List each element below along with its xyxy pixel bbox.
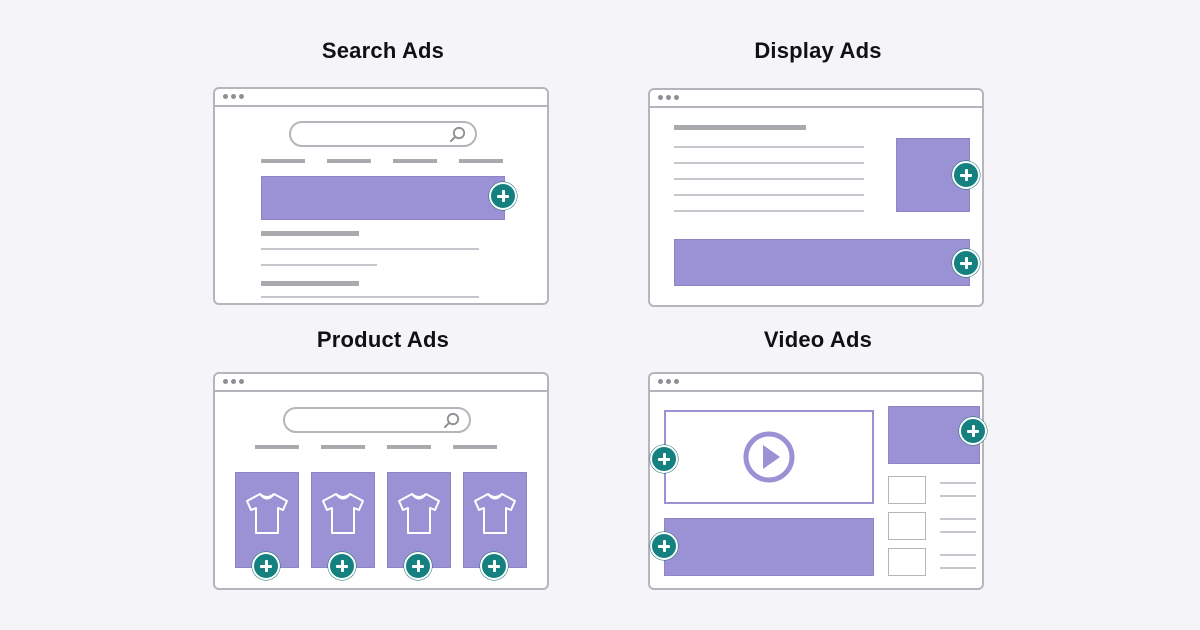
- result-text-line: [261, 296, 479, 298]
- result-text-line: [261, 248, 479, 250]
- video-title-line: [940, 518, 976, 520]
- tshirt-icon: [474, 493, 516, 534]
- plus-icon: [650, 532, 678, 560]
- video-ad-banner: [664, 518, 874, 576]
- browser-title-bar: [650, 90, 982, 108]
- video-player: [664, 410, 874, 504]
- article-text-line: [674, 194, 864, 196]
- article-heading-line: [674, 125, 806, 130]
- nav-line: [387, 445, 431, 449]
- window-dot: [666, 95, 671, 100]
- magnifier-icon: [450, 126, 466, 142]
- nav-line: [255, 445, 299, 449]
- plus-icon: [404, 552, 432, 580]
- article-text-line: [674, 146, 864, 148]
- window-dot: [223, 94, 228, 99]
- plus-icon: [328, 552, 356, 580]
- video-thumbnail: [888, 548, 926, 576]
- plus-icon: [650, 445, 678, 473]
- search-bar: [289, 121, 477, 147]
- video-ads-title: Video Ads: [763, 327, 873, 352]
- window-dot: [658, 95, 663, 100]
- video-ads-browser-mockup: [648, 372, 984, 590]
- search-bar: [283, 407, 471, 433]
- article-text-line: [674, 178, 864, 180]
- nav-line: [327, 159, 371, 163]
- search-ads-title: Search Ads: [321, 38, 445, 63]
- tshirt-icon: [246, 493, 288, 534]
- video-title-line: [940, 567, 976, 569]
- window-dot: [239, 94, 244, 99]
- nav-line: [321, 445, 365, 449]
- result-heading-line: [261, 281, 359, 286]
- nav-line: [453, 445, 497, 449]
- plus-icon: [952, 249, 980, 277]
- video-title-line: [940, 495, 976, 497]
- tshirt-icon: [398, 493, 440, 534]
- search-ad-banner: [261, 176, 505, 220]
- result-heading-line: [261, 231, 359, 236]
- result-text-line: [261, 264, 377, 266]
- window-dot: [674, 95, 679, 100]
- tshirt-icon: [322, 493, 364, 534]
- plus-icon: [480, 552, 508, 580]
- nav-line: [459, 159, 503, 163]
- article-text-line: [674, 162, 864, 164]
- product-ads-title: Product Ads: [316, 327, 450, 352]
- video-title-line: [940, 482, 976, 484]
- display-ads-browser-mockup: [648, 88, 984, 307]
- video-title-line: [940, 531, 976, 533]
- nav-line: [261, 159, 305, 163]
- window-dot: [674, 379, 679, 384]
- browser-title-bar: [215, 89, 547, 107]
- plus-icon: [952, 161, 980, 189]
- browser-title-bar: [215, 374, 547, 392]
- browser-title-bar: [650, 374, 982, 392]
- window-dot: [658, 379, 663, 384]
- video-title-line: [940, 554, 976, 556]
- display-ad-banner: [674, 239, 970, 286]
- display-ads-title: Display Ads: [754, 38, 882, 63]
- window-dot: [231, 94, 236, 99]
- window-dot: [231, 379, 236, 384]
- window-dot: [223, 379, 228, 384]
- article-text-line: [674, 210, 864, 212]
- window-dot: [666, 379, 671, 384]
- play-icon: [743, 431, 795, 483]
- plus-icon: [252, 552, 280, 580]
- video-thumbnail: [888, 512, 926, 540]
- nav-line: [393, 159, 437, 163]
- plus-icon: [959, 417, 987, 445]
- window-dot: [239, 379, 244, 384]
- magnifier-icon: [444, 412, 460, 428]
- video-thumbnail: [888, 476, 926, 504]
- plus-icon: [489, 182, 517, 210]
